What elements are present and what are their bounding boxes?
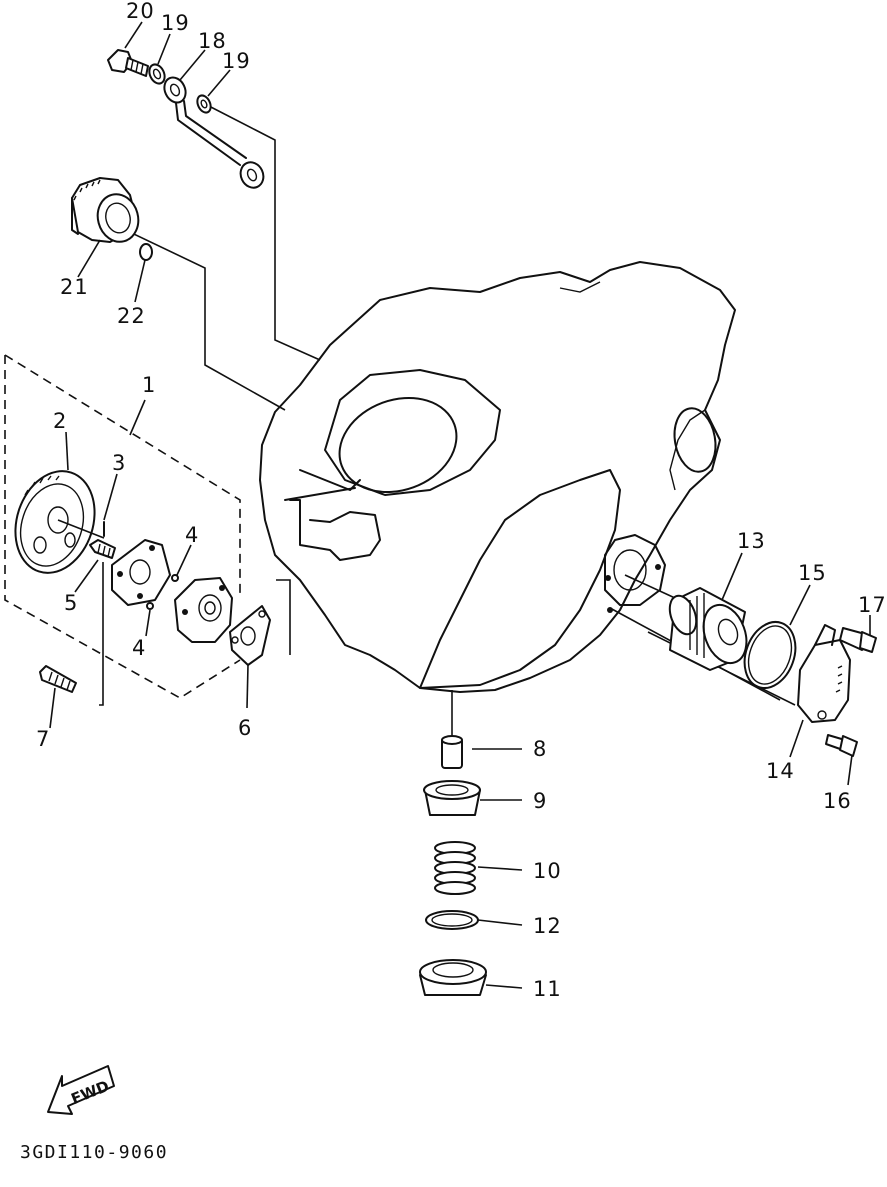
part-20-bolt <box>107 49 149 77</box>
part-4-dowel-b <box>146 602 154 610</box>
part-5-screw <box>89 539 116 706</box>
pump-housing <box>174 577 233 643</box>
part-9-strainer-cap <box>423 780 481 816</box>
callout-5: 5 <box>64 591 78 615</box>
part-11-drain-plug <box>419 959 487 996</box>
part-18-oil-pipe <box>163 76 265 189</box>
oil-pump-group-box <box>4 354 241 699</box>
part-17-bolt <box>839 627 877 653</box>
callout-11: 11 <box>533 977 562 1001</box>
callout-16: 16 <box>823 789 852 813</box>
callout-13: 13 <box>737 529 766 553</box>
callout-6: 6 <box>238 716 252 740</box>
callout-18: 18 <box>198 29 227 53</box>
part-22-pin <box>139 243 153 261</box>
pump-cover <box>111 539 171 606</box>
callout-12: 12 <box>533 914 562 938</box>
part-19-washer-upper <box>148 63 166 85</box>
part-4-dowel-a <box>171 574 179 582</box>
part-13-oil-filter <box>668 587 748 671</box>
callout-4b: 4 <box>132 636 146 660</box>
part-15-o-ring <box>743 621 797 689</box>
part-8-pipe <box>441 735 463 769</box>
crankcase <box>259 261 736 693</box>
callout-8: 8 <box>533 737 547 761</box>
part-12-o-ring <box>425 910 479 930</box>
forward-arrow-icon: FWD <box>47 1065 115 1115</box>
part-14-filter-cover <box>797 624 851 723</box>
callout-19a: 19 <box>161 11 190 35</box>
callout-15: 15 <box>798 561 827 585</box>
part-10-spring <box>434 841 476 895</box>
drawing-code: 3GDI110-9060 <box>20 1142 168 1163</box>
callout-7: 7 <box>36 727 50 751</box>
part-2-pump-gear <box>14 470 105 574</box>
callout-14: 14 <box>766 759 795 783</box>
part-19-washer-lower <box>196 94 212 114</box>
callout-2: 2 <box>53 409 67 433</box>
callout-3: 3 <box>112 451 126 475</box>
callout-21: 21 <box>60 275 89 299</box>
callout-1: 1 <box>142 373 156 397</box>
part-7-screw <box>39 665 77 693</box>
callout-leaders <box>49 21 871 989</box>
part-16-bolt <box>825 734 858 757</box>
pump-bracket-line <box>276 579 291 655</box>
callout-10: 10 <box>533 859 562 883</box>
part-6-gasket <box>229 605 271 666</box>
callout-4a: 4 <box>185 523 199 547</box>
callout-19b: 19 <box>222 49 251 73</box>
part-21-drive-gear <box>71 177 140 243</box>
callout-22: 22 <box>117 304 146 328</box>
callout-20: 20 <box>126 0 155 23</box>
callout-17: 17 <box>858 593 887 617</box>
callout-9: 9 <box>533 789 547 813</box>
